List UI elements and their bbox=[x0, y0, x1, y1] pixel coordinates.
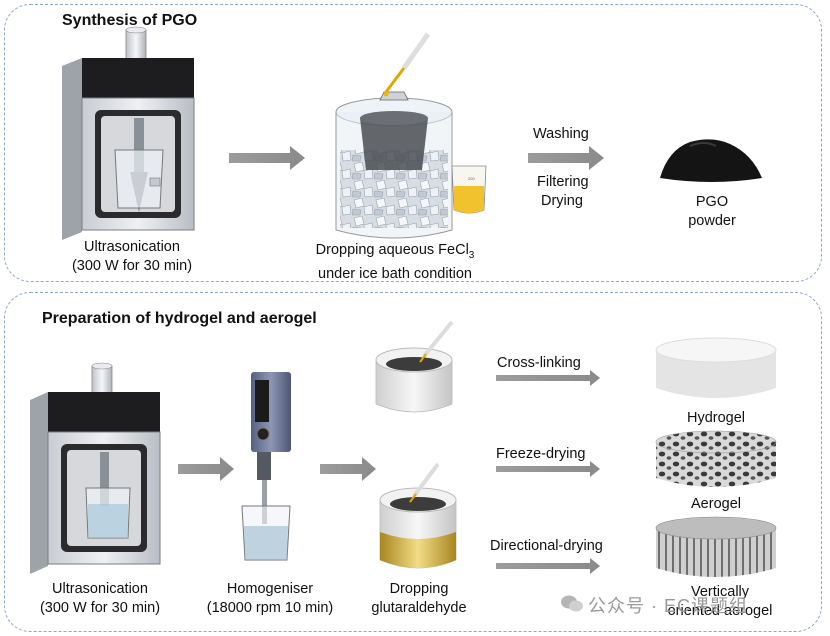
step-crosslinking: Cross-linking bbox=[497, 355, 581, 371]
fecl3-subscript: 3 bbox=[468, 249, 475, 261]
dropping-fecl3-text: Dropping aqueous FeCl bbox=[315, 242, 469, 258]
ultrasonicator-1 bbox=[62, 26, 195, 240]
aerogel-disk bbox=[655, 430, 777, 487]
svg-text:200: 200 bbox=[468, 176, 475, 181]
pgo-text: PGO bbox=[695, 194, 729, 210]
arrow-icon bbox=[496, 461, 600, 477]
vertically-oriented-label: Vertically oriented aerogel bbox=[660, 583, 780, 621]
ice-bath-text: under ice bath condition bbox=[318, 265, 472, 282]
section2-title: Preparation of hydrogel and aerogel bbox=[42, 310, 317, 327]
ultrasonicator-2 bbox=[30, 362, 161, 574]
arrow-icon bbox=[229, 146, 305, 170]
step-directional-drying: Directional-drying bbox=[490, 538, 603, 554]
wechat-icon bbox=[561, 595, 583, 612]
watermark-text: 公众号 · EC课题组 bbox=[588, 596, 749, 616]
homogeniser-device bbox=[241, 372, 291, 561]
oriented-aerogel-disk bbox=[655, 516, 777, 577]
homogeniser-text: Homogeniser bbox=[226, 581, 314, 597]
ultrasonication-label-2: Ultrasonication (300 W for 30 min) bbox=[20, 580, 180, 618]
aerogel-label: Aerogel bbox=[691, 496, 741, 512]
arrow-icon bbox=[528, 146, 604, 170]
pgo-powder-label: PGO powder bbox=[672, 193, 752, 231]
glutaraldehyde-cylinder bbox=[379, 462, 457, 569]
step-filtering: Filtering bbox=[537, 174, 589, 190]
ultrasonication-params: (300 W for 30 min) bbox=[39, 600, 161, 616]
arrow-icon bbox=[496, 558, 600, 574]
oriented-aerogel-text: oriented aerogel bbox=[667, 603, 773, 619]
hydrogel-disk bbox=[655, 337, 777, 398]
synthesis-panel bbox=[4, 4, 822, 282]
powder-text: powder bbox=[688, 213, 736, 229]
homogeniser-label: Homogeniser (18000 rpm 10 min) bbox=[190, 580, 350, 618]
ultrasonication-text: Ultrasonication bbox=[52, 581, 148, 597]
ultrasonication-text: Ultrasonication bbox=[84, 239, 180, 255]
dropping-text: Dropping bbox=[389, 581, 449, 597]
crosslinking-cylinder bbox=[375, 320, 454, 413]
arrow-icon bbox=[178, 457, 234, 481]
ultrasonication-params: (300 W for 30 min) bbox=[71, 258, 193, 274]
vertically-text: Vertically bbox=[690, 584, 750, 600]
ice-bath-setup: 200 bbox=[335, 32, 487, 239]
pgo-powder-pile bbox=[660, 139, 762, 182]
hydrogel-label: Hydrogel bbox=[686, 410, 746, 426]
dropping-glutaraldehyde-label: Dropping glutaraldehyde bbox=[364, 580, 474, 618]
preparation-panel bbox=[4, 292, 822, 632]
step-freezedrying: Freeze-drying bbox=[496, 446, 586, 462]
arrow-icon bbox=[320, 457, 376, 481]
dropping-fecl3-label: Dropping aqueous FeCl3 under ice bath co… bbox=[300, 241, 490, 284]
ultrasonication-label-1: Ultrasonication (300 W for 30 min) bbox=[52, 238, 212, 276]
homogeniser-params: (18000 rpm 10 min) bbox=[206, 600, 334, 616]
glutaraldehyde-text: glutaraldehyde bbox=[371, 600, 467, 616]
section1-title: Synthesis of PGO bbox=[62, 12, 198, 29]
arrow-icon bbox=[496, 370, 600, 386]
step-washing: Washing bbox=[533, 126, 589, 142]
step-drying: Drying bbox=[541, 193, 583, 209]
